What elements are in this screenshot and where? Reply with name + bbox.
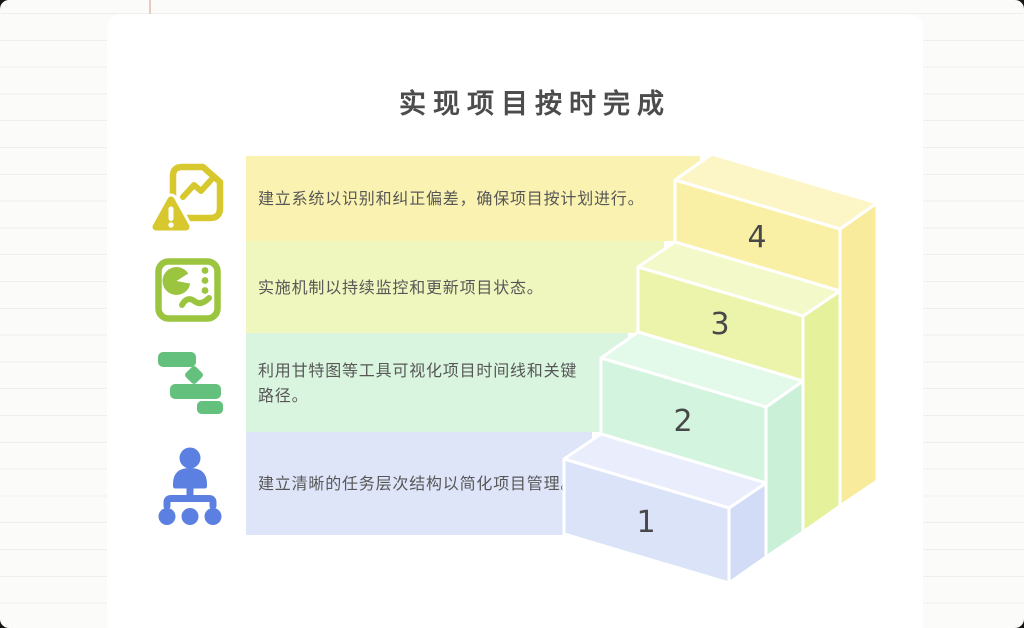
row-band-step-3 (246, 241, 664, 333)
pie-wedge-cut (176, 270, 195, 285)
org-hierarchy-icon (155, 443, 227, 527)
child-node-1 (158, 508, 176, 525)
row-description-step-4: 建立系统以识别和纠正偏差，确保项目按计划进行。 (258, 189, 645, 208)
row-description-step-1: 建立清晰的任务层次结构以简化项目管理。 (258, 474, 578, 493)
person-body (173, 468, 207, 489)
page-title: 实现项目按时完成 (399, 89, 671, 121)
exclamation-dot (168, 222, 174, 228)
gantt-chart-icon (148, 340, 232, 420)
row-band-step-4 (246, 156, 700, 241)
row-band-step-1 (246, 432, 592, 535)
row-band-step-2 (246, 333, 628, 432)
trend-report-alert-icon (150, 160, 226, 238)
dot-1 (201, 267, 209, 274)
child-node-2 (181, 508, 199, 525)
wave-line (179, 295, 212, 308)
gantt-bar-3 (197, 401, 223, 414)
child-node-3 (204, 508, 222, 525)
dashboard-frame (155, 258, 221, 322)
milestone-diamond (185, 366, 203, 384)
gantt-bar-1 (158, 352, 196, 367)
gantt-bar-2 (170, 384, 221, 399)
dot-2 (201, 277, 209, 284)
row-description-step-2: 利用甘特图等工具可视化项目时间线和关键路径。 (258, 360, 578, 405)
dot-3 (201, 287, 209, 294)
page-tab-mark (149, 0, 151, 14)
monitoring-dashboard-icon (154, 257, 222, 323)
connector-bracket (163, 484, 217, 510)
row-description-step-3: 实施机制以持续监控和更新项目状态。 (258, 277, 544, 297)
person-head (179, 447, 201, 469)
trend-zigzag (180, 177, 214, 200)
